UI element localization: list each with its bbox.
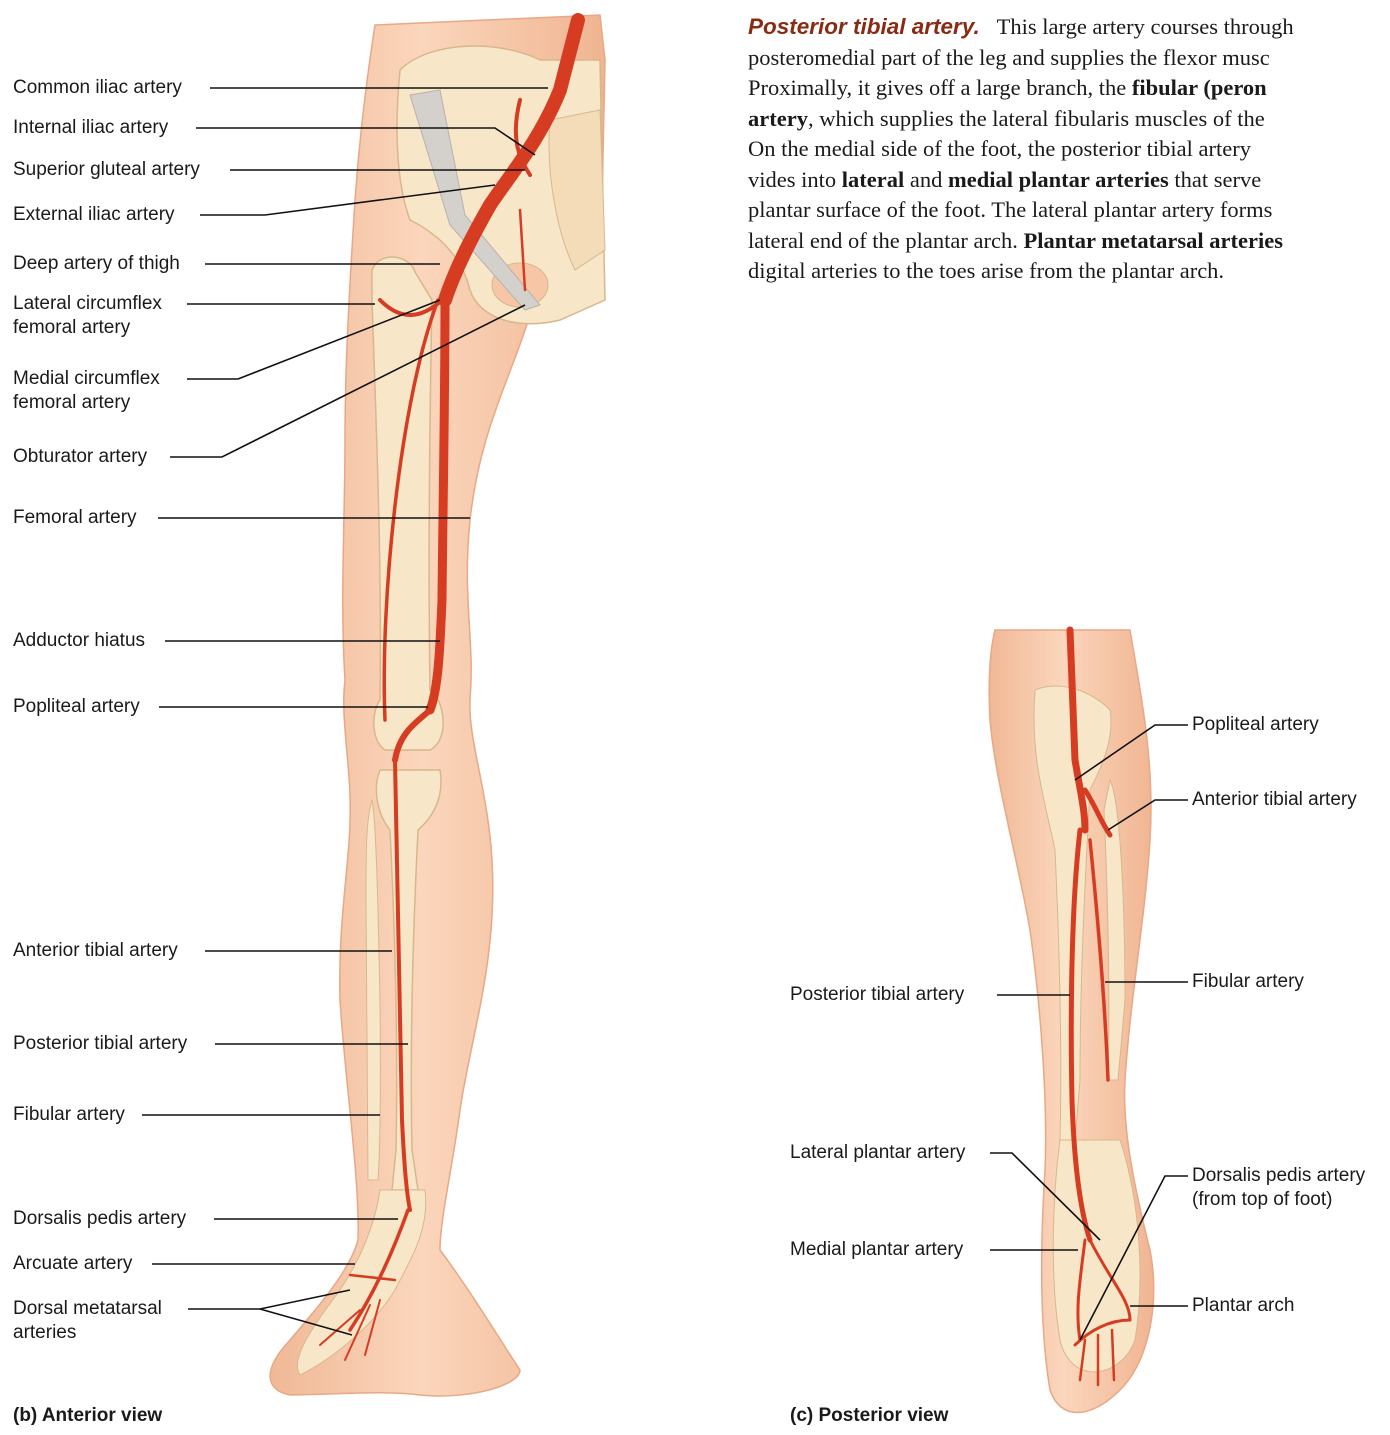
label-medial-circumflex-femoral-artery: Medial circumflex femoral artery: [13, 367, 160, 415]
text-line-9: digital arteries to the toes arise from …: [748, 256, 1388, 287]
text-line-3a: Proximally, it gives off a large branch,…: [748, 75, 1132, 100]
label-fibular-artery: Fibular artery: [13, 1103, 125, 1127]
label-obturator-artery: Obturator artery: [13, 445, 147, 469]
text-line-6c: and: [904, 167, 948, 192]
label-c-medial-plantar-artery: Medial plantar artery: [790, 1238, 963, 1262]
text-line-6a: vides into: [748, 167, 842, 192]
label-c-anterior-tibial-artery: Anterior tibial artery: [1192, 788, 1357, 812]
label-c-plantar-arch: Plantar arch: [1192, 1294, 1294, 1318]
label-common-iliac-artery: Common iliac artery: [13, 76, 182, 100]
label-adductor-hiatus: Adductor hiatus: [13, 629, 145, 653]
posterior-leg: [989, 630, 1154, 1413]
anterior-leg: [270, 15, 605, 1396]
label-posterior-tibial-artery: Posterior tibial artery: [13, 1032, 187, 1056]
label-c-fibular-artery: Fibular artery: [1192, 970, 1304, 994]
label-arcuate-artery: Arcuate artery: [13, 1252, 132, 1276]
text-heading: Posterior tibial artery.: [748, 14, 980, 39]
label-deep-artery-of-thigh: Deep artery of thigh: [13, 252, 180, 276]
text-line-5: On the medial side of the foot, the post…: [748, 134, 1388, 165]
label-dorsal-metatarsal-arteries: Dorsal metatarsal arteries: [13, 1297, 162, 1345]
posterior-tibial-description: Posterior tibial artery. This large arte…: [748, 12, 1388, 302]
text-line-3b: fibular (peron: [1132, 75, 1267, 100]
text-line-6e: that serve: [1169, 167, 1261, 192]
text-line-7: plantar surface of the foot. The lateral…: [748, 195, 1388, 226]
caption-anterior-view: (b) Anterior view: [13, 1405, 162, 1427]
text-line-1: Posterior tibial artery. This large arte…: [748, 12, 1388, 43]
label-c-lateral-plantar-artery: Lateral plantar artery: [790, 1141, 965, 1165]
text-line-6: vides into lateral and medial plantar ar…: [748, 165, 1388, 196]
text-line-6d: medial plantar arteries: [948, 167, 1169, 192]
text-line-1-body: This large artery courses through: [997, 14, 1294, 39]
posterior-foot: [1053, 1140, 1140, 1372]
label-superior-gluteal-artery: Superior gluteal artery: [13, 158, 200, 182]
label-external-iliac-artery: External iliac artery: [13, 203, 175, 227]
label-lateral-circumflex-femoral-artery: Lateral circumflex femoral artery: [13, 292, 162, 340]
label-anterior-tibial-artery: Anterior tibial artery: [13, 939, 178, 963]
caption-posterior-view: (c) Posterior view: [790, 1405, 948, 1427]
label-c-posterior-tibial-artery: Posterior tibial artery: [790, 983, 964, 1007]
label-femoral-artery: Femoral artery: [13, 506, 137, 530]
text-line-2: posteromedial part of the leg and suppli…: [748, 43, 1388, 74]
text-line-8a: lateral end of the plantar arch.: [748, 228, 1023, 253]
text-line-3: Proximally, it gives off a large branch,…: [748, 73, 1388, 104]
label-internal-iliac-artery: Internal iliac artery: [13, 116, 168, 140]
label-popliteal-artery: Popliteal artery: [13, 695, 140, 719]
text-line-4: artery, which supplies the lateral fibul…: [748, 104, 1388, 135]
text-line-4b: , which supplies the lateral fibularis m…: [808, 106, 1265, 131]
label-dorsalis-pedis-artery: Dorsalis pedis artery: [13, 1207, 186, 1231]
label-c-popliteal-artery: Popliteal artery: [1192, 713, 1319, 737]
text-line-6b: lateral: [842, 167, 904, 192]
text-line-4a: artery: [748, 106, 808, 131]
label-c-dorsalis-pedis-artery: Dorsalis pedis artery (from top of foot): [1192, 1164, 1365, 1212]
text-line-8b: Plantar metatarsal arteries: [1023, 228, 1283, 253]
text-line-8: lateral end of the plantar arch. Plantar…: [748, 226, 1388, 257]
